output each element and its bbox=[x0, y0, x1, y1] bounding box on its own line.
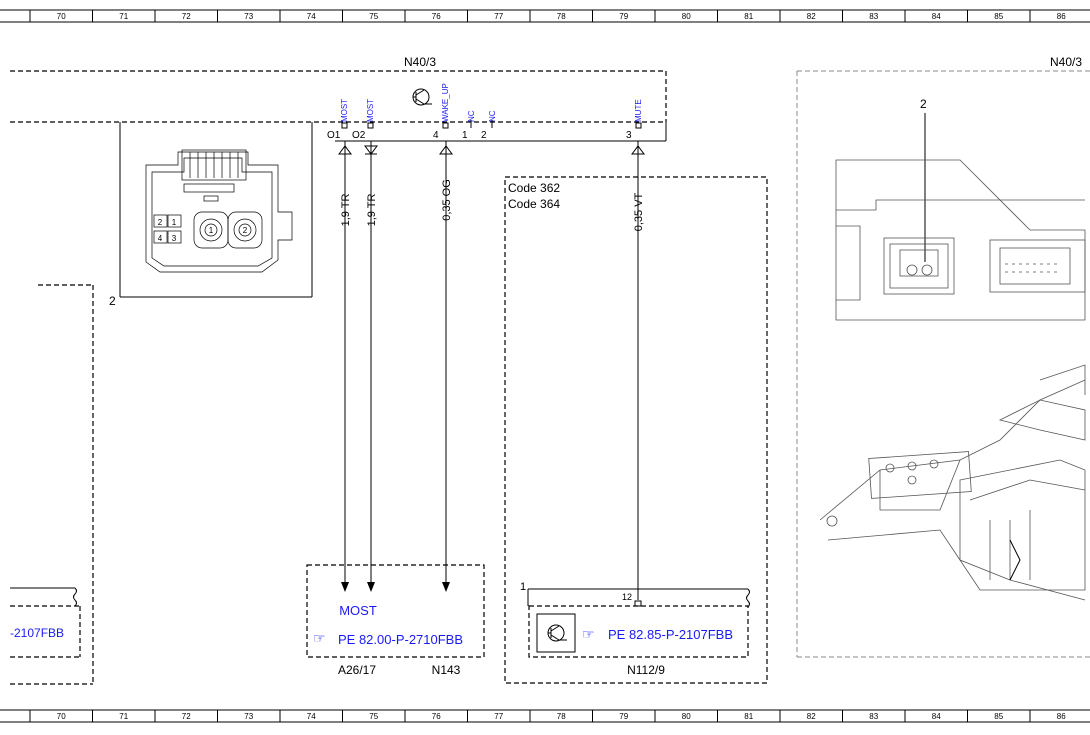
pin-number: O1 bbox=[327, 130, 341, 141]
ruler-column-label: 81 bbox=[744, 712, 753, 721]
ruler-column-label: 83 bbox=[869, 12, 878, 21]
most-label: MOST bbox=[339, 603, 377, 618]
connector-illustration: 2 1 4 3 1 2 2 bbox=[109, 122, 313, 308]
code-364: Code 364 bbox=[508, 197, 560, 211]
ruler-column-label: 80 bbox=[682, 712, 691, 721]
pin-signal: MOST bbox=[366, 99, 375, 122]
ruler-column-label: 80 bbox=[682, 12, 691, 21]
transistor-icon bbox=[412, 88, 432, 106]
ruler-column-label: 71 bbox=[119, 712, 128, 721]
ruler-column-label: 83 bbox=[869, 712, 878, 721]
pin-numbers: O1 O2 4 1 2 3 bbox=[327, 130, 632, 141]
n112-label: N112/9 bbox=[627, 663, 665, 677]
ruler-column-label: 85 bbox=[994, 712, 1003, 721]
top-ruler: 70 71 72 73 74 75 76 77 78 79 80 81 82 83 84 85 86 bbox=[0, 9, 1090, 23]
ruler-column-label: 85 bbox=[994, 12, 1003, 21]
wire-label: 0,35 VT bbox=[633, 192, 645, 231]
pe-reference-left: PE 82.00-P-2710FBB bbox=[338, 632, 463, 647]
pin-number: 3 bbox=[626, 130, 632, 141]
pin-signal: MUTE bbox=[634, 99, 643, 122]
ruler-column-label: 86 bbox=[1057, 12, 1066, 21]
pin-signals: MOST MOST WAKE_UP NC NC MUTE bbox=[340, 83, 643, 122]
bottom-ruler: 70 71 72 73 74 75 76 77 78 79 80 81 82 83 84 85 86 bbox=[0, 709, 1090, 723]
ruler-column-label: 76 bbox=[432, 12, 441, 21]
transistor-icon bbox=[536, 613, 576, 653]
control-module-illustration bbox=[819, 159, 1086, 601]
wire-label: 1,9 TR bbox=[366, 194, 378, 227]
right-unit-box: N40/3 2 bbox=[796, 55, 1090, 658]
pin-signal: NC bbox=[467, 110, 476, 122]
pin-signal: NC bbox=[488, 110, 497, 122]
pin-terminals bbox=[341, 120, 642, 129]
connector-pin: 2 bbox=[158, 218, 163, 227]
ruler-column-label: 73 bbox=[244, 12, 253, 21]
right-connector-callout: 2 bbox=[920, 97, 927, 111]
ruler-column-label: 77 bbox=[494, 712, 503, 721]
ruler-column-label: 71 bbox=[119, 12, 128, 21]
a26-n143-box: MOST ☞ PE 82.00-P-2710FBB A26/17 N143 bbox=[306, 564, 485, 677]
pointing-hand-icon: ☞ bbox=[313, 630, 326, 646]
connector-pin: 4 bbox=[158, 234, 163, 243]
connector-pin: 1 bbox=[172, 218, 177, 227]
far-left-reference: -2107FBB bbox=[10, 626, 64, 640]
pin-signal: WAKE_UP bbox=[441, 83, 450, 122]
n112-box: Code 362 Code 364 1 12 ☞ PE 82.85-P-2107… bbox=[504, 176, 768, 684]
wire-label: 0,35 OG bbox=[441, 179, 453, 221]
a26-label: A26/17 bbox=[338, 663, 376, 677]
ruler-column-label: 82 bbox=[807, 712, 816, 721]
ruler-column-label: 78 bbox=[557, 712, 566, 721]
ruler-column-label: 76 bbox=[432, 712, 441, 721]
main-unit-box: N40/3 bbox=[10, 55, 667, 142]
wires: 1,9 TR 1,9 TR 0,35 OG 0,35 VT bbox=[338, 141, 645, 600]
left-partial-box: -2107FBB bbox=[10, 284, 94, 685]
pin-number: O2 bbox=[352, 130, 366, 141]
connector-pin: 1 bbox=[209, 226, 214, 235]
wire-label: 1,9 TR bbox=[340, 194, 352, 227]
connector-pin: 2 bbox=[243, 226, 248, 235]
pointing-hand-icon: ☞ bbox=[582, 626, 595, 642]
ruler-column-label: 73 bbox=[244, 712, 253, 721]
n112-pin-callout: 1 bbox=[520, 581, 526, 593]
ruler-column-label: 75 bbox=[369, 712, 378, 721]
pin-number: 4 bbox=[433, 130, 439, 141]
right-unit-label: N40/3 bbox=[1050, 55, 1082, 69]
pin-number: 1 bbox=[462, 130, 468, 141]
ruler-column-label: 70 bbox=[57, 12, 66, 21]
n143-label: N143 bbox=[432, 663, 461, 677]
connector-pin: 3 bbox=[172, 234, 177, 243]
ruler-column-label: 79 bbox=[619, 12, 628, 21]
ruler-column-label: 84 bbox=[932, 12, 941, 21]
ruler-column-label: 77 bbox=[494, 12, 503, 21]
ruler-column-label: 82 bbox=[807, 12, 816, 21]
ruler-column-label: 86 bbox=[1057, 712, 1066, 721]
ruler-column-label: 79 bbox=[619, 712, 628, 721]
ruler-column-label: 74 bbox=[307, 12, 316, 21]
ruler-column-label: 78 bbox=[557, 12, 566, 21]
ruler-column-label: 81 bbox=[744, 12, 753, 21]
pe-reference-right: PE 82.85-P-2107FBB bbox=[608, 627, 733, 642]
pin-number: 2 bbox=[481, 130, 487, 141]
ruler-column-label: 70 bbox=[57, 712, 66, 721]
pin-12: 12 bbox=[622, 592, 632, 602]
main-unit-label: N40/3 bbox=[404, 55, 436, 69]
code-362: Code 362 bbox=[508, 181, 560, 195]
ruler-column-label: 75 bbox=[369, 12, 378, 21]
ruler-column-label: 84 bbox=[932, 712, 941, 721]
ruler-column-label: 72 bbox=[182, 12, 191, 21]
connector-callout: 2 bbox=[109, 294, 116, 308]
ruler-column-label: 74 bbox=[307, 712, 316, 721]
ruler-column-label: 72 bbox=[182, 712, 191, 721]
pin-signal: MOST bbox=[340, 99, 349, 122]
